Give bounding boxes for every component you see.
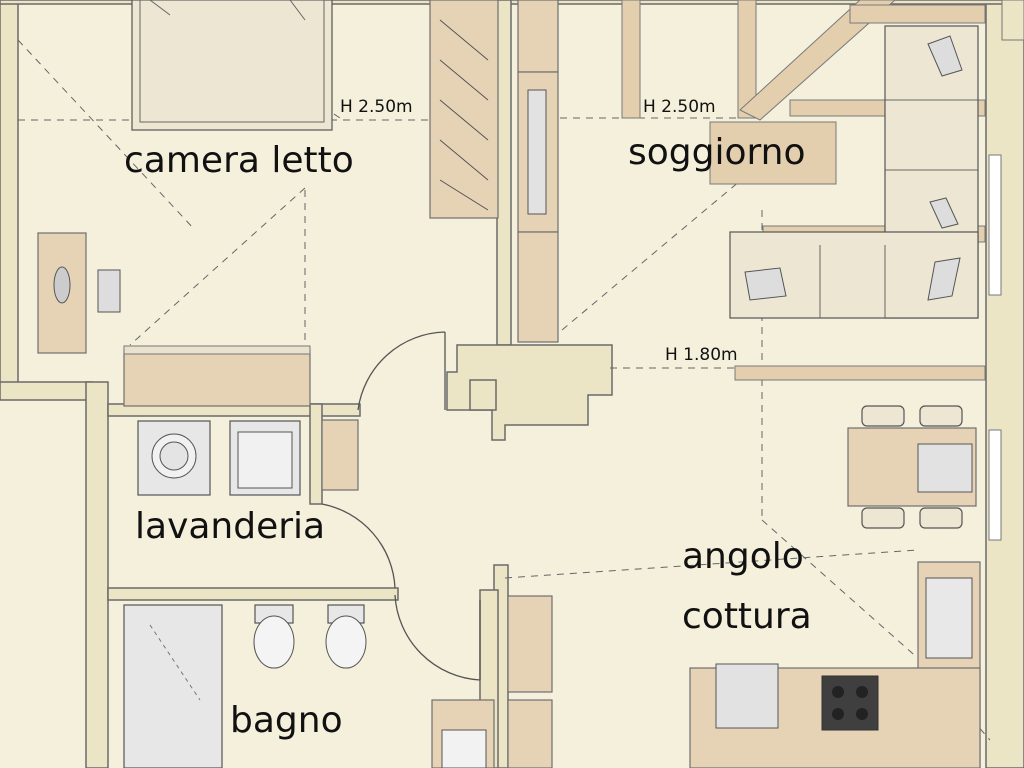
label-laundry: lavanderia: [135, 506, 325, 547]
dining-set: [847, 405, 977, 529]
label-living: soggiorno: [628, 132, 806, 173]
height-living: H 2.50m: [643, 97, 716, 117]
sofa: [729, 25, 979, 319]
label-bathroom: bagno: [230, 700, 343, 741]
height-bedroom: H 2.50m: [340, 97, 413, 117]
wardrobes: [429, 0, 559, 343]
bedroom-furniture: [37, 0, 333, 407]
labels: camera letto soggiorno lavanderia angolo…: [124, 97, 812, 741]
label-kitchen-1: angolo: [682, 536, 804, 577]
height-dining: H 1.80m: [665, 345, 738, 365]
doors: [321, 331, 481, 681]
bathroom-fixtures: [123, 595, 553, 768]
label-kitchen-2: cottura: [682, 596, 812, 637]
laundry-appliances: [137, 419, 359, 496]
kitchen: [689, 561, 981, 768]
label-bedroom: camera letto: [124, 140, 354, 181]
